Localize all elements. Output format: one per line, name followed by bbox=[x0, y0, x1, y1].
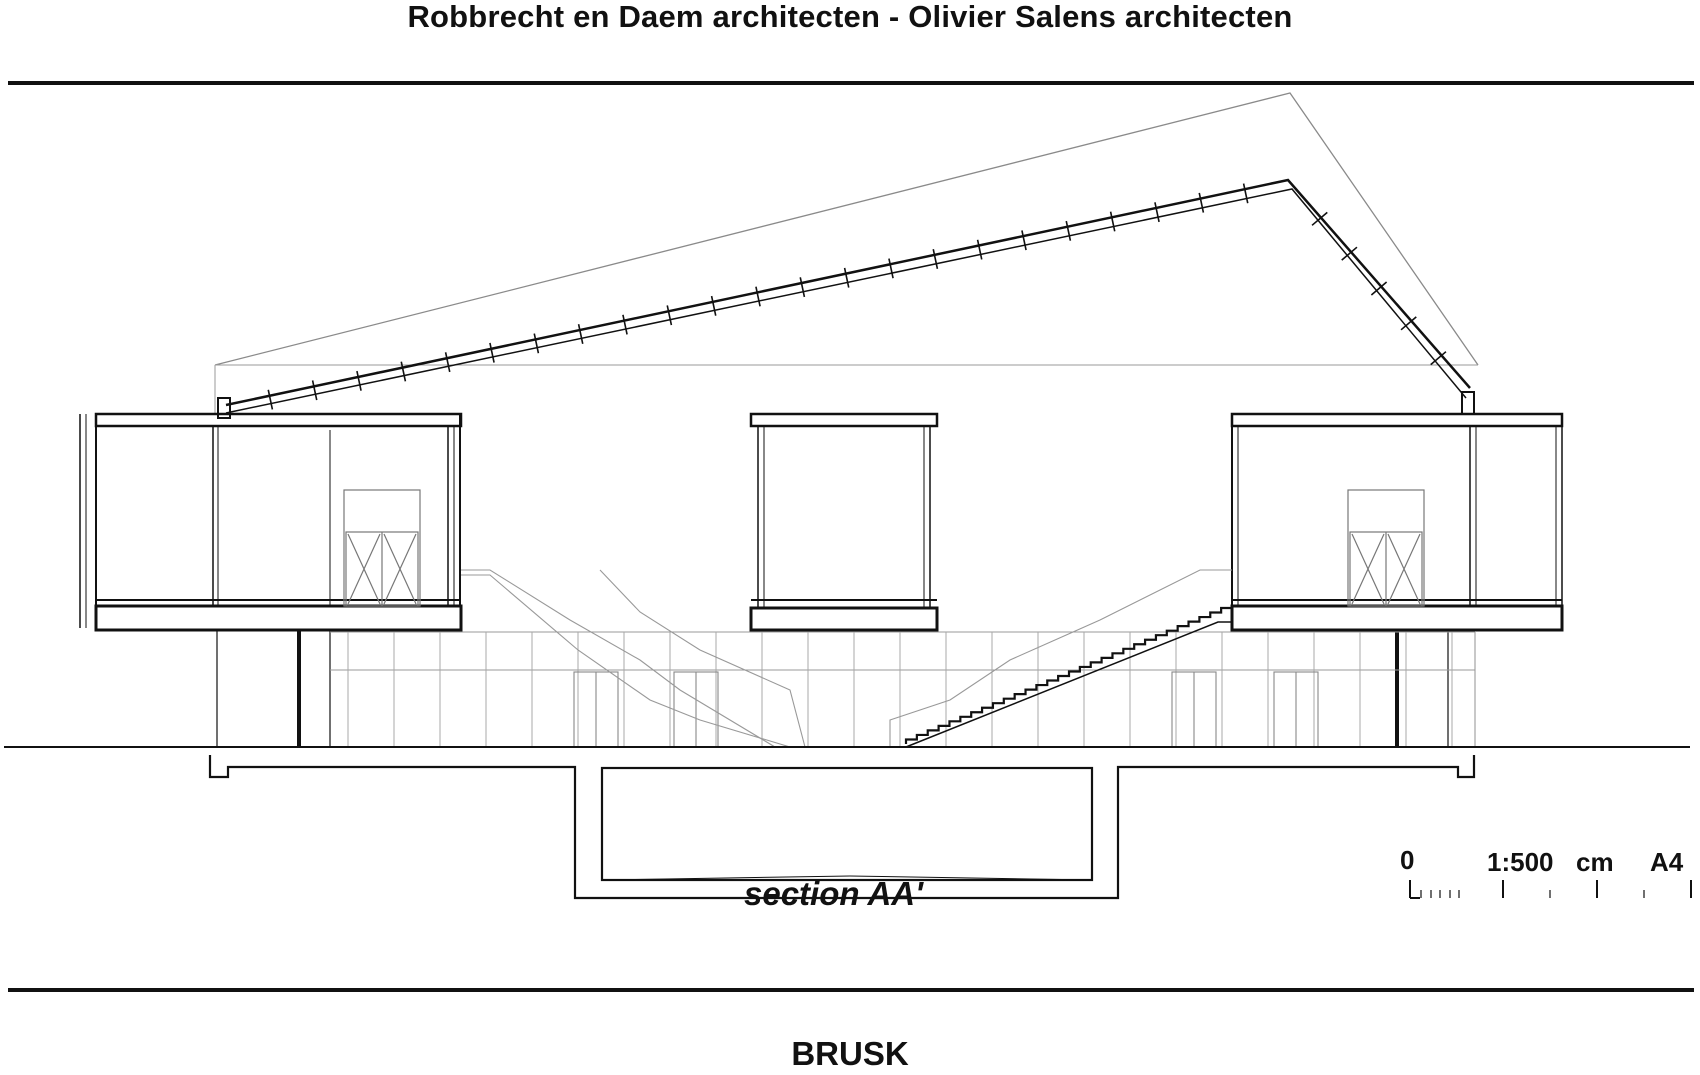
truss-tick bbox=[843, 267, 850, 288]
truss-tick bbox=[1242, 183, 1249, 204]
truss-tick bbox=[1198, 192, 1205, 213]
truss-tick bbox=[1400, 316, 1417, 331]
truss-tick bbox=[888, 258, 894, 279]
footer-title: BRUSK bbox=[791, 1035, 909, 1072]
truss-tick bbox=[1021, 230, 1027, 251]
truss-tick bbox=[622, 314, 628, 335]
left-box bbox=[79, 412, 463, 632]
truss-tick bbox=[1109, 211, 1116, 232]
scale-ratio-label: 1:500 bbox=[1487, 847, 1554, 877]
truss-tick bbox=[533, 333, 540, 354]
ground-floor-facade bbox=[330, 631, 1476, 747]
right-box bbox=[1230, 412, 1564, 632]
scale-paper-label: A4 bbox=[1650, 847, 1684, 877]
rear-stair-lines bbox=[461, 569, 1232, 748]
truss-ticks bbox=[267, 183, 1447, 410]
basement-chamber bbox=[600, 766, 1094, 882]
left-door bbox=[343, 489, 421, 607]
right-column bbox=[1395, 630, 1449, 747]
truss-tick bbox=[666, 305, 673, 326]
truss-tick bbox=[356, 370, 362, 391]
truss-tick bbox=[799, 277, 806, 298]
truss-tick bbox=[400, 361, 407, 382]
basement-outline bbox=[208, 755, 1476, 900]
truss-tick bbox=[1430, 351, 1447, 366]
truss-tick bbox=[755, 286, 761, 307]
truss-tick bbox=[444, 352, 451, 373]
right-door bbox=[1347, 489, 1425, 607]
roof-truss bbox=[217, 178, 1475, 419]
front-stair bbox=[904, 606, 1232, 744]
truss-tick bbox=[1311, 211, 1328, 226]
truss-tick bbox=[710, 295, 717, 316]
facade-mullions bbox=[347, 632, 1453, 747]
truss-tick bbox=[577, 324, 584, 344]
truss-tick bbox=[1154, 202, 1160, 223]
left-column bbox=[216, 630, 331, 747]
truss-tick bbox=[976, 239, 983, 260]
truss-tick bbox=[1341, 246, 1358, 261]
header-title: Robbrecht en Daem architecten - Olivier … bbox=[407, 0, 1293, 34]
truss-tick bbox=[311, 380, 318, 401]
front-stair-underside bbox=[905, 621, 1232, 748]
scale-unit-label: cm bbox=[1576, 847, 1614, 877]
top-divider bbox=[8, 81, 1694, 85]
truss-tick bbox=[1065, 220, 1072, 241]
truss-tick bbox=[267, 389, 274, 410]
bottom-divider bbox=[8, 988, 1694, 992]
truss-tick bbox=[1370, 281, 1388, 296]
middle-box bbox=[749, 412, 939, 632]
truss-tick bbox=[489, 342, 495, 363]
scale-zero-label: 0 bbox=[1400, 845, 1415, 875]
truss-tick bbox=[932, 249, 939, 269]
roof-outline bbox=[214, 92, 1479, 366]
section-caption: section AA' bbox=[744, 875, 923, 912]
scale-bar bbox=[1409, 880, 1692, 899]
